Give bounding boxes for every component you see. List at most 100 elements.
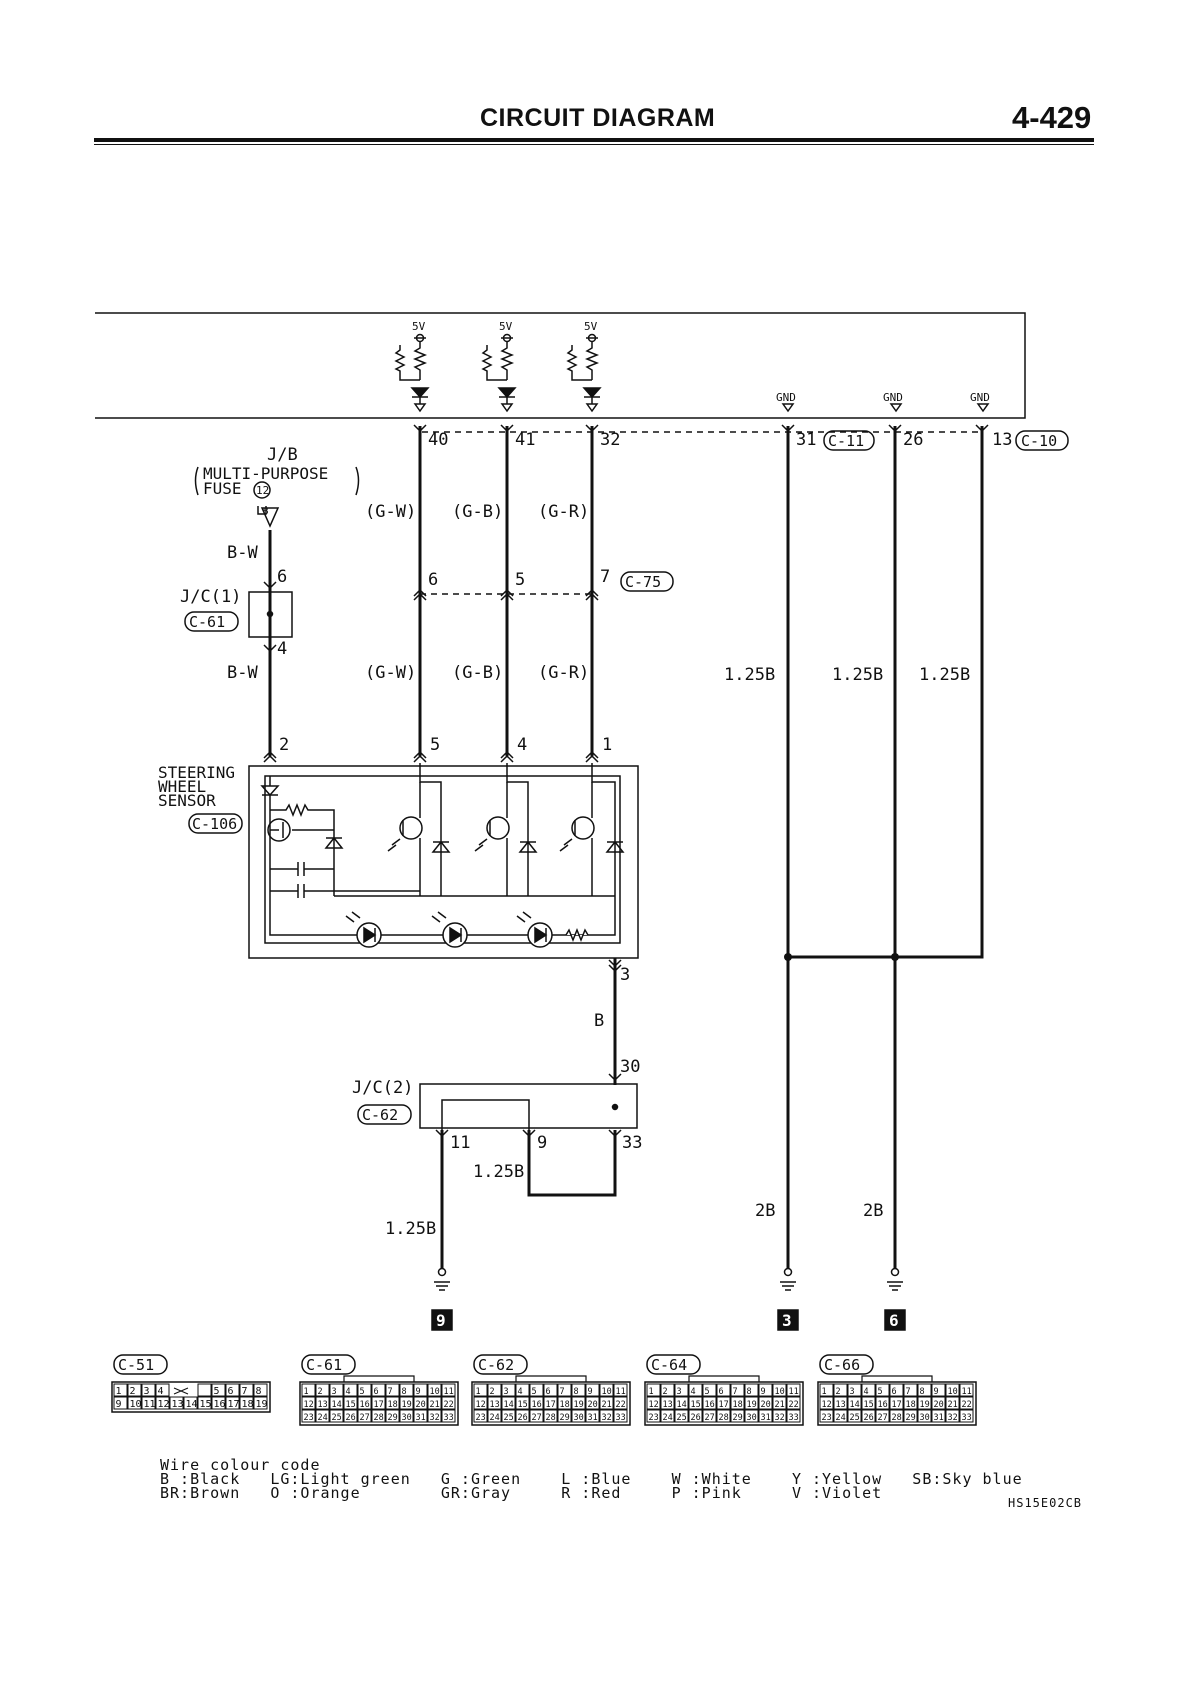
jc1-box — [248, 591, 293, 638]
connector-pin-cell — [758, 1396, 773, 1410]
sensor-label-line3: SENSOR — [158, 791, 216, 810]
connector-pin-cell — [225, 1383, 240, 1397]
wire-label-b: B — [594, 1011, 604, 1031]
junction-dot-2 — [891, 953, 899, 961]
connector-pin-cell — [889, 1396, 904, 1410]
jb-label: J/B — [267, 445, 298, 465]
connector-pin-number: 21 — [775, 1400, 785, 1410]
connector-pin-cell — [357, 1383, 372, 1397]
connector-pin-cell — [357, 1396, 372, 1410]
connector-pin-number: 3 — [677, 1387, 682, 1397]
connector-pin-number: 23 — [304, 1413, 314, 1423]
connector-tag: C-61 — [306, 1356, 342, 1374]
connector-pin-number: 24 — [836, 1413, 846, 1423]
connector-pin-number: 8 — [256, 1386, 262, 1397]
connector-pin-number: 24 — [663, 1413, 673, 1423]
sensor-pin-marks — [263, 750, 599, 763]
connector-pin-number: 11 — [616, 1387, 626, 1397]
connector-pin-cell — [571, 1409, 586, 1423]
connector-tag: C-66 — [824, 1356, 860, 1374]
sensor-label-line1: STEERING — [158, 763, 235, 782]
sensor-box — [248, 765, 639, 959]
connector-pin-number: 3 — [144, 1386, 150, 1397]
connector-pin-number: 27 — [532, 1413, 542, 1423]
connector-pin-number: 1 — [476, 1387, 481, 1397]
connector-pin-cell — [473, 1396, 488, 1410]
connector-pin-number: 29 — [733, 1413, 743, 1423]
wire-label-2b-2: 2B — [863, 1201, 883, 1221]
connector-pin-cell — [772, 1409, 787, 1423]
jc2-internal — [441, 1099, 530, 1130]
connector-pin-cell — [127, 1383, 142, 1397]
c10-label: C-10 — [1021, 432, 1057, 450]
connector-pin-number: 3 — [332, 1387, 337, 1397]
connector-pin-cell — [155, 1396, 170, 1410]
ecu-gnd-2 — [889, 403, 903, 413]
legend-row-2: BR:Brown O :Orange GR:Gray R :Red P :Pin… — [160, 1484, 883, 1502]
connector-pin-cell — [371, 1396, 386, 1410]
connector-pin-number: 26 — [346, 1413, 356, 1423]
wire-label-2b-1: 2B — [755, 1201, 775, 1221]
ecu-pullup-2 — [481, 333, 517, 413]
jc1-connector: C-61 — [189, 613, 225, 631]
sensor-connector: C-106 — [192, 815, 237, 833]
connector-pin-number: 27 — [705, 1413, 715, 1423]
connector-pin-number: 12 — [476, 1400, 486, 1410]
connector-pin-number: 25 — [332, 1413, 342, 1423]
connector-pin-number: 3 — [504, 1387, 509, 1397]
connector-pin-cell — [197, 1396, 212, 1410]
connector-pin-cell — [441, 1383, 456, 1397]
connector-pin-number: 5 — [878, 1387, 883, 1397]
connector-pin-cell — [441, 1409, 456, 1423]
connector-pin-number: 22 — [616, 1400, 626, 1410]
connector-pin-number: 26 — [691, 1413, 701, 1423]
ecu-pin-40: 40 — [428, 430, 448, 450]
connector-tag-box — [473, 1354, 528, 1375]
connector-pin-cell — [487, 1396, 502, 1410]
connector-pin-cell — [329, 1383, 344, 1397]
connector-pin-number: 18 — [733, 1400, 743, 1410]
connector-pin-number: 25 — [504, 1413, 514, 1423]
connector-pin-number: 1 — [116, 1386, 122, 1397]
jc1-pin-bottom: 4 — [277, 639, 287, 659]
connector-pin-cell — [155, 1383, 170, 1397]
connector-pin-number: 9 — [416, 1387, 421, 1397]
connector-pin-cell — [674, 1409, 689, 1423]
connector-pin-number: 28 — [374, 1413, 384, 1423]
jb-connector-letter: B — [263, 507, 268, 517]
connector-pin-number: 25 — [677, 1413, 687, 1423]
connector-pin-number: 19 — [574, 1400, 584, 1410]
connector-pin-number: 22 — [789, 1400, 799, 1410]
connector-pin-number: 11 — [962, 1387, 972, 1397]
connector-pin-number: 17 — [546, 1400, 556, 1410]
connector-pin-number: 14 — [850, 1400, 860, 1410]
connector-pin-number: 26 — [864, 1413, 874, 1423]
connector-pin-number: 18 — [388, 1400, 398, 1410]
connector-pin-number: 31 — [588, 1413, 598, 1423]
connector-pin-number: 17 — [719, 1400, 729, 1410]
connector-pin-cell — [819, 1409, 834, 1423]
connector-pin-cell — [529, 1383, 544, 1397]
connector-pin-number: 2 — [318, 1387, 323, 1397]
connector-pin-cell — [931, 1409, 946, 1423]
connector-pin-number: 17 — [892, 1400, 902, 1410]
connector-pin-cell — [945, 1383, 960, 1397]
fuse-number-circle — [253, 481, 271, 499]
wire-label-125b-4: 1.25B — [473, 1162, 524, 1182]
connector-pin-cell — [427, 1396, 442, 1410]
connector-pin-number: 10 — [602, 1387, 612, 1397]
connector-pin-number: 3 — [850, 1387, 855, 1397]
connector-pin-number: 32 — [948, 1413, 958, 1423]
connector-pin-cell — [772, 1383, 787, 1397]
sensor-zener-left — [324, 836, 344, 849]
connector-pin-number: 1 — [304, 1387, 309, 1397]
jb-connector-mark — [260, 507, 280, 528]
wire-label-125b-2: 1.25B — [832, 665, 883, 685]
connector-pin-number: 19 — [402, 1400, 412, 1410]
legend-title: Wire colour code — [160, 1456, 321, 1474]
ecu-box-outline — [95, 312, 1026, 419]
connector-pin-number: 8 — [920, 1387, 925, 1397]
connector-pin-number: 19 — [747, 1400, 757, 1410]
connector-pin-cell — [141, 1383, 156, 1397]
